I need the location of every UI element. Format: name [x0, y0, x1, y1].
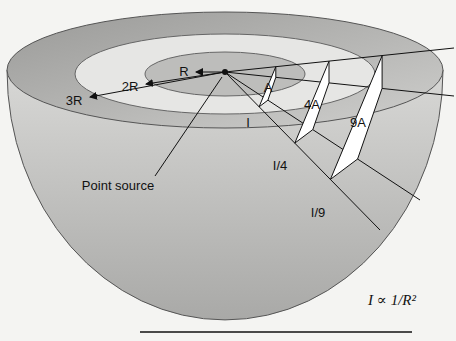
radius-arrow: [90, 72, 225, 97]
radius-label: R: [179, 65, 188, 78]
formula: I ∝ 1/R²: [368, 293, 416, 308]
rule-line: [140, 331, 412, 333]
area-patch: [259, 67, 276, 107]
area-label: A: [264, 81, 273, 94]
area-patch: [330, 56, 382, 180]
intensity-label: I: [246, 116, 250, 129]
middle-shell: [75, 34, 375, 114]
area-label: 4A: [304, 98, 320, 111]
intensity-label: I/4: [273, 159, 287, 172]
point-source-dot: [222, 69, 228, 75]
source-label: Point source: [82, 179, 154, 192]
inner-shell: [145, 52, 305, 96]
leader-line: [155, 77, 222, 176]
intensity-label: I/9: [311, 206, 325, 219]
area-patch: [295, 61, 329, 143]
area-label: 9A: [350, 116, 366, 129]
radius-label: 3R: [66, 94, 83, 107]
radius-label: 2R: [122, 80, 139, 93]
ray-bundle: [225, 48, 454, 230]
